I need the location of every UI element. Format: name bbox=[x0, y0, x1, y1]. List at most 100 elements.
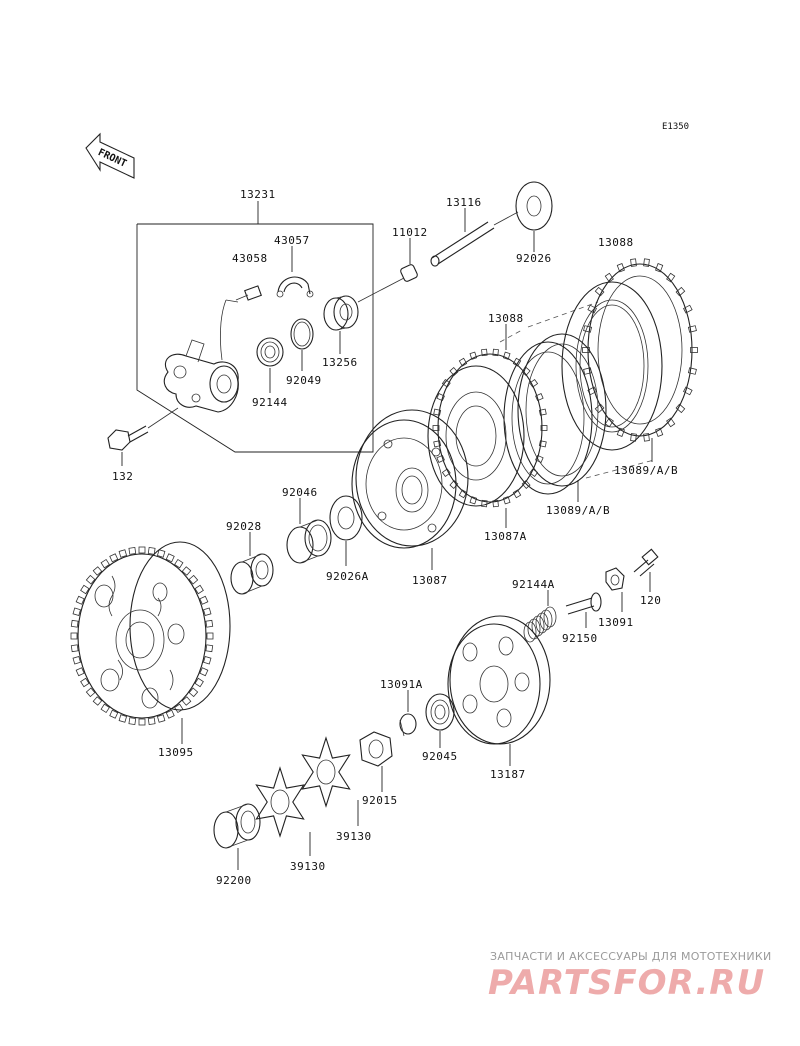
gear-tooth bbox=[199, 667, 209, 677]
gear-tooth bbox=[70, 644, 79, 653]
sleeve-92028 bbox=[230, 532, 274, 595]
gear-tooth bbox=[156, 714, 166, 723]
washer-92026A bbox=[329, 495, 363, 566]
label-13089-right: 13089/A/B bbox=[614, 464, 678, 477]
gear-tooth bbox=[75, 595, 85, 605]
label-39130-left: 39130 bbox=[290, 860, 326, 873]
bearing-92045 bbox=[425, 693, 455, 748]
bushing-11012 bbox=[357, 238, 418, 303]
plate-tab bbox=[683, 304, 693, 314]
bolt-120 bbox=[633, 548, 659, 592]
washer-outline bbox=[301, 736, 351, 808]
piston-13256 bbox=[323, 295, 359, 354]
gear-tooth bbox=[181, 696, 192, 706]
nut-13091 bbox=[605, 567, 625, 612]
hub-tooth bbox=[441, 468, 451, 478]
watermark-brand: PARTSFOR.RU bbox=[488, 963, 765, 1003]
gear-tooth bbox=[75, 667, 85, 677]
label-43057: 43057 bbox=[274, 234, 310, 247]
front-arrow-icon: FRONT bbox=[85, 132, 135, 179]
gear-tooth bbox=[174, 558, 184, 569]
hub-tooth bbox=[521, 367, 531, 376]
label-92045: 92045 bbox=[422, 750, 458, 763]
label-92026: 92026 bbox=[516, 252, 552, 265]
spring-92144 bbox=[256, 337, 284, 393]
gear-tooth bbox=[92, 566, 103, 576]
gear-tooth bbox=[80, 584, 90, 595]
plate-tab bbox=[616, 427, 625, 437]
plate-tab bbox=[643, 433, 650, 442]
gear-tooth bbox=[138, 546, 146, 554]
label-132: 132 bbox=[112, 470, 133, 483]
gear-tooth bbox=[70, 619, 79, 628]
gear-tooth bbox=[80, 677, 90, 688]
label-92144A: 92144A bbox=[512, 578, 555, 591]
hub-tooth bbox=[535, 393, 544, 402]
clutch-housing-13095 bbox=[70, 541, 231, 744]
hub-tooth bbox=[432, 425, 440, 431]
hub-tooth bbox=[502, 496, 511, 505]
gear-tooth bbox=[165, 553, 175, 563]
gear-tooth bbox=[70, 632, 78, 640]
label-13091: 13091 bbox=[598, 616, 634, 629]
hub-tooth bbox=[540, 425, 548, 431]
label-92200: 92200 bbox=[216, 874, 252, 887]
gear-tooth bbox=[118, 714, 128, 723]
hub-tooth bbox=[436, 393, 445, 402]
gear-tooth bbox=[194, 677, 204, 688]
label-13087: 13087 bbox=[412, 574, 448, 587]
plate-tab bbox=[594, 403, 605, 414]
hub-tooth bbox=[433, 408, 442, 416]
plate-13187 bbox=[447, 615, 551, 766]
label-43058: 43058 bbox=[232, 252, 268, 265]
gear-tooth bbox=[188, 574, 199, 585]
gear-tooth bbox=[165, 709, 175, 719]
spring-92144A bbox=[523, 590, 557, 643]
spring-washer-39130-front bbox=[301, 736, 359, 826]
hub-tooth bbox=[458, 489, 468, 499]
hub-tooth bbox=[492, 348, 499, 357]
plate-tab bbox=[643, 258, 650, 267]
label-92046: 92046 bbox=[282, 486, 318, 499]
plate-tab bbox=[630, 433, 637, 442]
release-lever-assembly bbox=[163, 339, 239, 413]
hub-tooth bbox=[502, 351, 511, 360]
plate-tab bbox=[666, 272, 676, 283]
gear-tooth bbox=[205, 619, 214, 628]
bleed-valve-43058 bbox=[219, 285, 262, 361]
plate-tab bbox=[604, 272, 614, 283]
plate-tab bbox=[583, 325, 593, 333]
hub-tooth bbox=[469, 351, 478, 360]
watermark-tagline: ЗАПЧАСТИ И АКСЕССУАРЫ ДЛЯ МОТОТЕХНИКИ bbox=[490, 950, 772, 963]
hub-tooth bbox=[492, 499, 499, 508]
plate-tab bbox=[604, 417, 614, 428]
gear-tooth bbox=[156, 549, 166, 558]
hub-tooth bbox=[436, 454, 445, 463]
guide-13091A bbox=[399, 690, 417, 737]
plate-tab bbox=[675, 286, 686, 297]
diagram-code: E1350 bbox=[662, 122, 689, 132]
label-13095: 13095 bbox=[158, 746, 194, 759]
gear-tooth bbox=[199, 595, 209, 605]
clip-43057 bbox=[276, 246, 314, 298]
push-rod-13116 bbox=[430, 208, 495, 267]
gear-tooth bbox=[206, 632, 214, 640]
gear-tooth bbox=[194, 584, 204, 595]
label-92026A: 92026A bbox=[326, 570, 369, 583]
o-ring-92049 bbox=[290, 318, 314, 371]
label-13116: 13116 bbox=[446, 196, 482, 209]
gear-tooth bbox=[203, 607, 212, 616]
label-39130-right: 39130 bbox=[336, 830, 372, 843]
gear-tooth bbox=[138, 718, 146, 726]
hub-tooth bbox=[469, 496, 478, 505]
gear-tooth bbox=[203, 656, 212, 665]
nut-92015 bbox=[359, 731, 393, 792]
label-92015: 92015 bbox=[362, 794, 398, 807]
hub-tooth bbox=[512, 357, 522, 367]
label-92049: 92049 bbox=[286, 374, 322, 387]
assembly-bracket-13231 bbox=[136, 201, 374, 453]
gear-tooth bbox=[72, 656, 81, 665]
front-label: FRONT bbox=[96, 147, 128, 170]
gear-tooth bbox=[72, 607, 81, 616]
